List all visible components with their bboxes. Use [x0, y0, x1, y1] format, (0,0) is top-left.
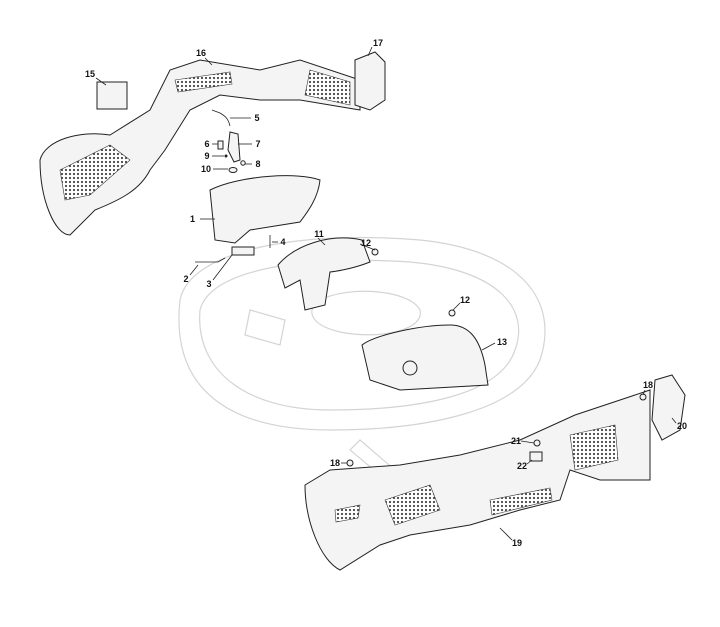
- part-10-washer: [228, 167, 238, 173]
- callout-1[interactable]: 1: [189, 214, 195, 224]
- part-8-screw: [240, 160, 246, 166]
- callout-19[interactable]: 19: [511, 538, 523, 548]
- callout-7[interactable]: 7: [255, 139, 261, 149]
- part-16-rear-duct: [39, 59, 361, 236]
- part-12-screw-b: [448, 309, 456, 317]
- callout-3[interactable]: 3: [206, 279, 212, 289]
- callout-6[interactable]: 6: [204, 139, 210, 149]
- part-6-spring: [217, 140, 224, 150]
- callout-16[interactable]: 16: [195, 48, 207, 58]
- part-13-logo: [402, 360, 418, 376]
- part-1-flap: [209, 175, 321, 244]
- callout-12b[interactable]: 12: [459, 295, 471, 305]
- part-12-screw-a: [371, 248, 379, 256]
- callout-8[interactable]: 8: [255, 159, 261, 169]
- callout-9[interactable]: 9: [204, 151, 210, 161]
- part-2-rod: [195, 257, 226, 263]
- callout-4[interactable]: 4: [280, 237, 286, 247]
- callout-20[interactable]: 20: [676, 421, 688, 431]
- callout-21[interactable]: 21: [510, 436, 522, 446]
- leader-lines: [95, 46, 677, 541]
- callout-2[interactable]: 2: [183, 274, 189, 284]
- part-21-screw: [533, 439, 541, 447]
- part-18-screw-b: [346, 459, 354, 467]
- callout-17[interactable]: 17: [372, 38, 384, 48]
- part-17-bracket: [354, 51, 386, 111]
- part-20-bracket: [651, 374, 686, 441]
- callout-18b[interactable]: 18: [329, 458, 341, 468]
- callout-15[interactable]: 15: [84, 69, 96, 79]
- part-5-rod: [211, 109, 231, 127]
- part-22-clip: [529, 451, 543, 462]
- part-13-cover: [361, 324, 489, 391]
- mower-deck-outline: [178, 236, 546, 476]
- callout-5[interactable]: 5: [254, 113, 260, 123]
- part-19-front-duct: [304, 389, 651, 571]
- callout-10[interactable]: 10: [200, 164, 212, 174]
- part-15-label: [96, 81, 128, 110]
- callout-12a[interactable]: 12: [360, 238, 372, 248]
- part-3-spring: [231, 246, 255, 256]
- part-7-latch: [227, 131, 241, 163]
- part-11-chute: [277, 237, 371, 311]
- callout-18a[interactable]: 18: [642, 380, 654, 390]
- part-9-pin: [224, 154, 228, 158]
- callout-11[interactable]: 11: [314, 229, 324, 239]
- callout-22[interactable]: 22: [516, 461, 528, 471]
- callout-13[interactable]: 13: [496, 337, 508, 347]
